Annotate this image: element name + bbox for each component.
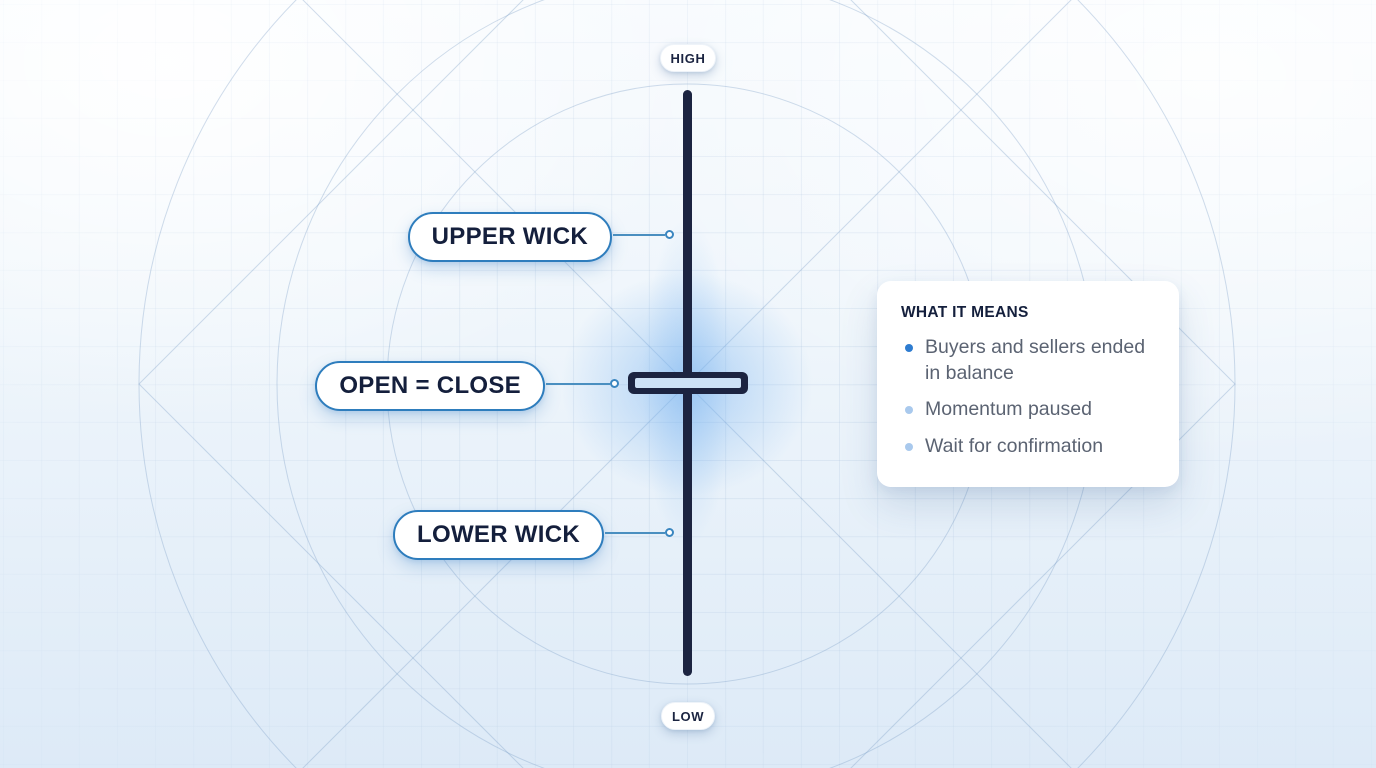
bullet-dot-icon xyxy=(905,406,913,415)
open-close-callout-label: OPEN = CLOSE xyxy=(339,372,521,399)
lower-wick-callout: LOWER WICK xyxy=(393,510,604,560)
upper-wick-callout-label: UPPER WICK xyxy=(431,223,588,250)
lower-wick-connector-dot xyxy=(665,528,674,537)
high-label-pill: HIGH xyxy=(660,44,716,72)
open-close-connector-line xyxy=(546,383,610,385)
bullet-dot-icon xyxy=(905,344,913,352)
open-close-connector-dot xyxy=(610,379,619,388)
list-item: Momentum paused xyxy=(901,397,1155,423)
card-title: WHAT IT MEANS xyxy=(901,304,1029,321)
upper-wick-connector-dot xyxy=(665,230,674,239)
bullet-text: Wait for confirmation xyxy=(925,435,1104,458)
bullet-dot-icon xyxy=(905,443,913,452)
bullet-text: Buyers and sellers ended in balance xyxy=(925,336,1146,384)
open-close-callout: OPEN = CLOSE xyxy=(315,361,545,411)
candle-body-fill xyxy=(635,378,741,388)
list-item: Wait for confirmation xyxy=(901,434,1155,460)
upper-wick-connector-line xyxy=(613,234,665,236)
card-bullet-list: Buyers and sellers ended in balance Mome… xyxy=(901,335,1155,460)
lower-wick-connector-line xyxy=(605,532,665,534)
bullet-text: Momentum paused xyxy=(925,398,1092,421)
upper-wick-callout: UPPER WICK xyxy=(407,212,612,262)
low-label: LOW xyxy=(671,708,705,724)
candle-body xyxy=(628,372,748,394)
high-label: HIGH xyxy=(670,50,706,66)
list-item: Buyers and sellers ended in balance xyxy=(901,335,1155,386)
lower-wick-callout-label: LOWER WICK xyxy=(417,521,580,548)
low-label-pill: LOW xyxy=(661,702,715,730)
what-it-means-card: WHAT IT MEANS Buyers and sellers ended i… xyxy=(877,281,1179,487)
